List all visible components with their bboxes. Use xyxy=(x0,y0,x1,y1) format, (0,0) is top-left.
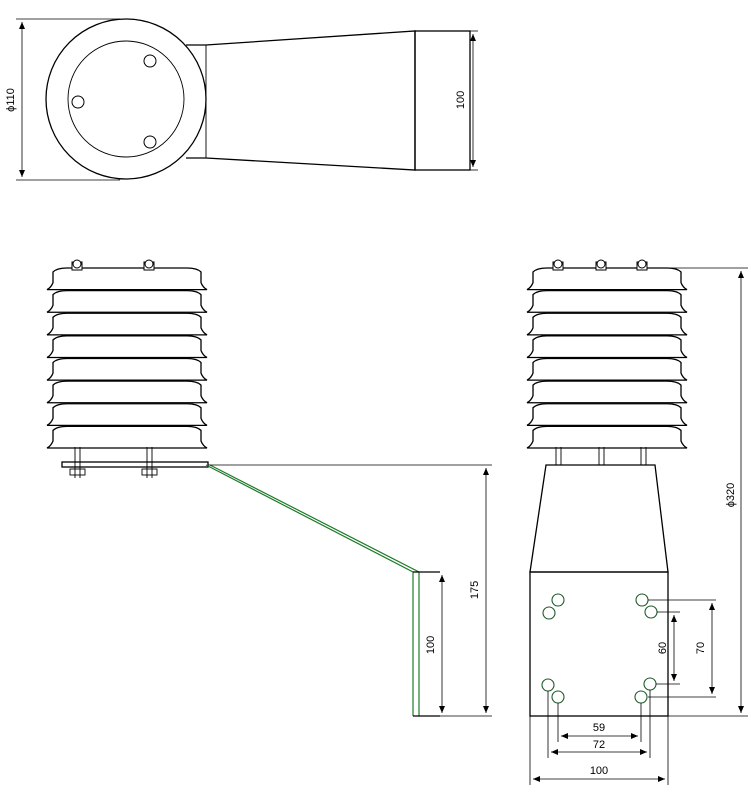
louvre-plate xyxy=(526,289,688,313)
dim-front-60: 60 xyxy=(657,642,669,654)
louvre-plate xyxy=(526,380,688,404)
front-base-plate xyxy=(529,571,669,717)
front-tapered-arm xyxy=(529,464,669,573)
louvre-plate xyxy=(46,335,208,359)
top-bolt-1 xyxy=(143,54,157,68)
top-arm xyxy=(186,30,416,171)
louvre-plate xyxy=(46,380,208,404)
dim-side-175: 175 xyxy=(469,581,481,599)
louvre-plate xyxy=(526,312,688,336)
front-view: ϕ320 70 60 59 72 100 xyxy=(526,259,748,785)
dim-top-height: 100 xyxy=(455,91,467,109)
louvre-plate xyxy=(526,403,688,427)
top-bolt-2 xyxy=(71,95,85,109)
side-louvre-stack xyxy=(46,267,208,449)
louvre-plate xyxy=(46,357,208,381)
louvre-plate xyxy=(46,403,208,427)
top-bolt-3 xyxy=(143,135,157,149)
dim-top-diameter: ϕ110 xyxy=(5,88,17,112)
dim-front-100: 100 xyxy=(590,765,608,777)
louvre-plate xyxy=(46,289,208,313)
louvre-plate xyxy=(46,312,208,336)
louvre-plate xyxy=(46,425,208,449)
side-view: 175 100 xyxy=(46,259,492,717)
front-top-bolts xyxy=(552,259,648,271)
dim-front-total: ϕ320 xyxy=(725,483,737,508)
louvre-plate xyxy=(46,267,208,291)
side-bracket-arm xyxy=(205,464,420,716)
top-outer-ring xyxy=(45,18,207,180)
front-standoffs xyxy=(555,447,647,465)
side-mount-plate xyxy=(61,461,209,468)
louvre-plate xyxy=(526,357,688,381)
dim-side-100: 100 xyxy=(425,636,437,654)
front-mount-holes xyxy=(541,593,658,704)
louvre-plate xyxy=(526,267,688,291)
front-louvre-stack xyxy=(526,267,688,449)
top-inner-ring xyxy=(67,40,185,158)
top-view: ϕ110 100 xyxy=(5,18,478,181)
louvre-plate xyxy=(526,335,688,359)
dim-front-70: 70 xyxy=(695,642,707,654)
dim-front-72: 72 xyxy=(593,739,605,751)
louvre-plate xyxy=(526,425,688,449)
side-top-bolts xyxy=(71,259,155,271)
dim-front-59: 59 xyxy=(593,722,605,734)
